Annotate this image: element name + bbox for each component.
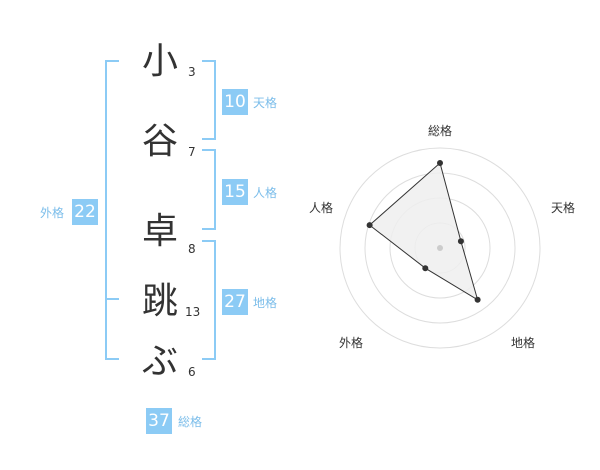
stroke-count-2: 7 [188,145,196,159]
jin-value-box: 15 [222,179,248,205]
radar-label-chi: 地格 [511,336,536,350]
radar-label-so: 総格 [428,124,453,138]
gai-bracket-top [105,60,119,62]
stroke-count-4: 13 [185,305,201,319]
name-char-4: 跳 [141,281,178,322]
radar-label-gai: 外格 [339,336,364,350]
so-label: 総格 [178,415,203,429]
radar-label-ten: 天格 [551,201,576,215]
gai-bracket-vertical [105,60,107,360]
radar-ring-4 [339,147,541,349]
stroke-count-3: 8 [188,242,196,256]
gai-label: 外格 [40,206,65,220]
radar-point-3 [474,296,481,303]
ten-bracket-vertical [214,60,216,140]
stroke-count-1: 3 [188,65,196,79]
radar-point-1 [437,160,443,166]
ten-bracket-top [202,60,216,62]
radar-point-4 [422,265,429,272]
jin-bracket-vertical [214,149,216,230]
name-char-2: 谷 [141,121,178,162]
jin-label: 人格 [253,186,278,200]
gai-value-box: 22 [72,199,98,225]
radar-polygon [368,162,479,301]
ten-value-box: 10 [222,89,248,115]
so-value-box: 37 [146,408,172,434]
radar-center-dot [437,245,443,251]
radar-label-jin: 人格 [309,201,334,215]
name-char-1: 小 [141,41,178,82]
ten-bracket-bottom [202,138,216,140]
stroke-count-5: 6 [188,365,196,379]
radar-point-2 [457,238,464,245]
radar-point-5 [366,222,373,229]
chi-label: 地格 [253,296,278,310]
name-char-5: ぶ [141,341,178,382]
chi-bracket-vertical [214,240,216,360]
jin-bracket-bottom [202,228,216,230]
gai-bracket-bottom [105,358,119,360]
radar-points [366,160,481,303]
chi-bracket-top [202,240,216,242]
gai-bracket-mid [105,298,119,300]
chi-bracket-bottom [202,358,216,360]
chi-value-box: 27 [222,289,248,315]
jin-bracket-top [202,149,216,151]
ten-label: 天格 [253,96,278,110]
name-char-3: 卓 [141,211,178,252]
